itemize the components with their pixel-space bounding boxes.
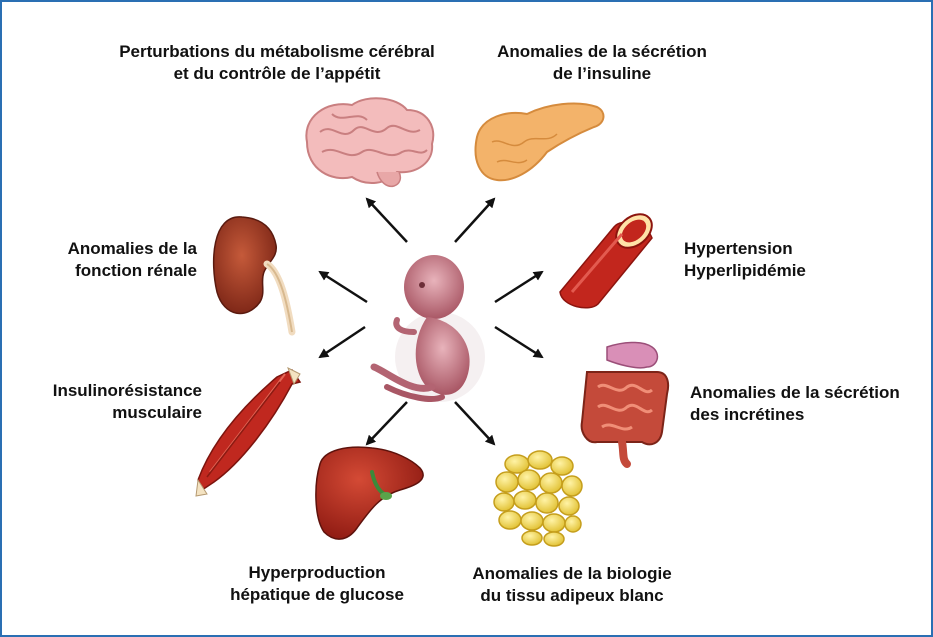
pancreas-icon [476, 103, 604, 180]
blood-vessel-icon [560, 207, 658, 307]
label-liver-line-2: hépatique de glucose [202, 584, 432, 606]
label-pancreas-line-2: de l’insuline [472, 63, 732, 85]
arrow-to-muscle [320, 327, 365, 357]
label-vessel-line-1: Hypertension [684, 238, 884, 260]
label-intestine-line-1: Anomalies de la sécrétion [690, 382, 925, 404]
arrow-to-brain [367, 199, 407, 242]
label-adipose-line-2: du tissu adipeux blanc [442, 585, 702, 607]
label-pancreas: Anomalies de la sécrétion de l’insuline [472, 41, 732, 85]
label-muscle-line-2: musculaire [12, 402, 202, 424]
liver-icon [316, 447, 423, 539]
label-kidney-line-2: fonction rénale [22, 260, 197, 282]
label-kidney-line-1: Anomalies de la [22, 238, 197, 260]
brain-icon [306, 98, 433, 186]
kidney-icon [214, 217, 292, 332]
label-intestine: Anomalies de la sécrétion des incrétines [690, 382, 925, 426]
label-brain: Perturbations du métabolisme cérébral et… [82, 41, 472, 85]
label-muscle: Insulinorésistance musculaire [12, 380, 202, 424]
label-brain-line-1: Perturbations du métabolisme cérébral [82, 41, 472, 63]
arrow-to-vessel [495, 272, 542, 302]
label-adipose: Anomalies de la biologie du tissu adipeu… [442, 563, 702, 607]
label-kidney: Anomalies de la fonction rénale [22, 238, 197, 282]
adipose-tissue-icon [494, 451, 582, 546]
label-pancreas-line-1: Anomalies de la sécrétion [472, 41, 732, 63]
arrow-to-adipose [455, 402, 494, 444]
label-liver-line-1: Hyperproduction [202, 562, 432, 584]
muscle-icon [196, 368, 300, 496]
intestine-icon [582, 342, 668, 464]
label-intestine-line-2: des incrétines [690, 404, 925, 426]
arrow-to-pancreas [455, 199, 494, 242]
label-muscle-line-1: Insulinorésistance [12, 380, 202, 402]
arrow-to-kidney [320, 272, 367, 302]
fetus-icon [374, 255, 485, 402]
label-vessel: Hypertension Hyperlipidémie [684, 238, 884, 282]
arrow-to-liver [367, 402, 407, 444]
label-adipose-line-1: Anomalies de la biologie [442, 563, 702, 585]
label-brain-line-2: et du contrôle de l’appétit [82, 63, 472, 85]
label-vessel-line-2: Hyperlipidémie [684, 260, 884, 282]
arrow-to-intestine [495, 327, 542, 357]
label-liver: Hyperproduction hépatique de glucose [202, 562, 432, 606]
